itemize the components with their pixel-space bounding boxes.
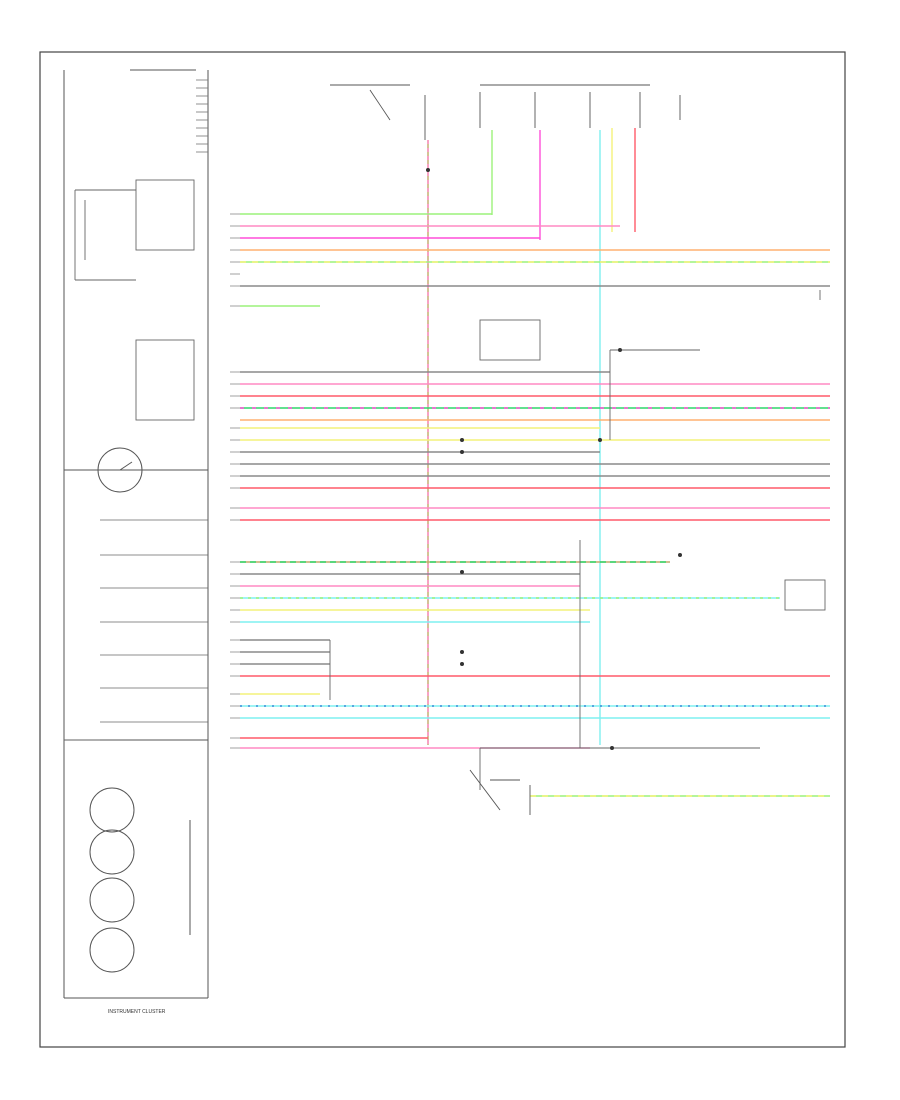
left-connector [230,213,240,749]
ignition-switch-bottom [469,769,531,815]
gauge-fuel [89,829,135,875]
cluster-title: INSTRUMENT CLUSTER [108,1009,166,1015]
diagram-border [39,51,846,1048]
gauge-voltmeter [89,787,135,833]
cluster-connector [196,79,208,153]
splice-points [426,168,682,750]
gauge-tachometer [97,447,143,493]
internal-components [329,290,826,790]
indicator-lamps [64,519,208,741]
gauge-oil-pressure [89,927,135,973]
ignition-switch-top [330,84,681,140]
gauge-coolant [89,877,135,923]
feed-wires [427,128,636,745]
cluster-modules [74,179,195,421]
harness-wires [240,213,830,797]
